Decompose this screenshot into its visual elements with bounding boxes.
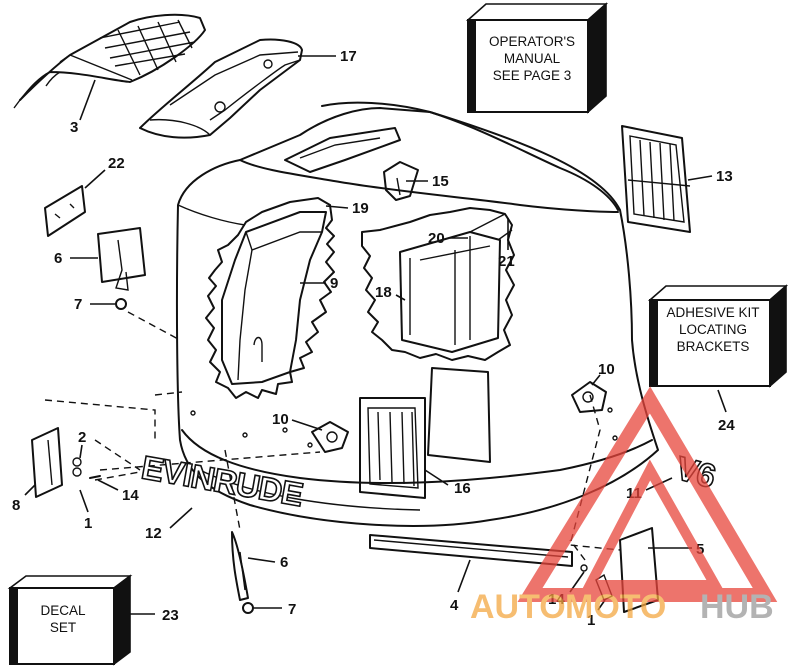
fastener-7-upper — [90, 298, 127, 310]
callout-8: 8 — [12, 497, 20, 514]
callout-2: 2 — [78, 429, 86, 446]
callout-9: 9 — [330, 275, 338, 292]
decal-set-box: DECAL SET — [7, 574, 133, 666]
callout-6b: 6 — [280, 554, 288, 571]
callout-1a: 1 — [84, 515, 92, 532]
callout-7b: 7 — [288, 601, 296, 618]
pointer-16 — [424, 469, 449, 486]
top-grill-cover — [13, 13, 206, 121]
bracket-6-upper — [70, 227, 146, 291]
bracket-22 — [44, 169, 106, 237]
callout-16: 16 — [454, 480, 471, 497]
operators-manual-line-1: OPERATOR'S — [489, 34, 575, 49]
callout-17: 17 — [340, 48, 357, 65]
engine-cover — [175, 101, 659, 527]
latch-knob-10a — [291, 419, 349, 453]
rear-grill-13 — [621, 125, 713, 233]
guide-lines — [44, 311, 621, 561]
operators-manual-line-3: SEE PAGE 3 — [493, 68, 572, 83]
trim-strip-4 — [369, 534, 573, 593]
pointers-18-20-21 — [395, 218, 509, 301]
callout-23: 23 — [162, 607, 179, 624]
latch-knob-10b — [571, 374, 607, 413]
callout-18: 18 — [375, 284, 392, 301]
callout-4: 4 — [450, 597, 459, 614]
operators-manual-box: OPERATOR'S MANUAL SEE PAGE 3 — [465, 2, 609, 114]
decal-set-line-2: SET — [50, 620, 76, 635]
callout-7a: 7 — [74, 296, 82, 313]
callout-24: 24 — [718, 417, 735, 434]
adhesive-kit-line-1: ADHESIVE KIT — [666, 305, 759, 320]
callout-numbers: 3 17 22 6 7 15 19 20 21 9 18 13 10 10 24… — [12, 48, 735, 629]
callout-15: 15 — [432, 173, 449, 190]
callout-22: 22 — [108, 155, 125, 172]
callout-12: 12 — [145, 525, 162, 542]
watermark-text-moto: MOTO — [565, 588, 666, 626]
adhesive-kit-line-2: LOCATING — [679, 322, 747, 337]
bracket-6-lower — [231, 531, 282, 614]
callout-13: 13 — [716, 168, 733, 185]
pointer-24 — [717, 389, 727, 413]
top-cap — [139, 38, 336, 139]
latch-15 — [383, 161, 428, 201]
operators-manual-line-2: MANUAL — [504, 51, 561, 66]
callout-21: 21 — [498, 253, 515, 270]
callout-20: 20 — [428, 230, 445, 247]
adhesive-kit-box: ADHESIVE KIT LOCATING BRACKETS — [647, 284, 789, 388]
decal-set-line-1: DECAL — [40, 603, 86, 618]
watermark: AUTO MOTO HUB — [470, 386, 778, 626]
callout-19: 19 — [352, 200, 369, 217]
side-bracket-left — [24, 427, 119, 513]
watermark-text-auto: AUTO — [470, 588, 566, 626]
pointer-19 — [325, 205, 349, 209]
watermark-text-hub: HUB — [700, 588, 774, 626]
callout-10b: 10 — [598, 361, 615, 378]
callout-6a: 6 — [54, 250, 62, 267]
callout-1b: 1 — [587, 612, 595, 629]
callout-14a: 14 — [122, 487, 139, 504]
callout-3: 3 — [70, 119, 78, 136]
adhesive-kit-line-3: BRACKETS — [677, 339, 750, 354]
callout-10a: 10 — [272, 411, 289, 428]
